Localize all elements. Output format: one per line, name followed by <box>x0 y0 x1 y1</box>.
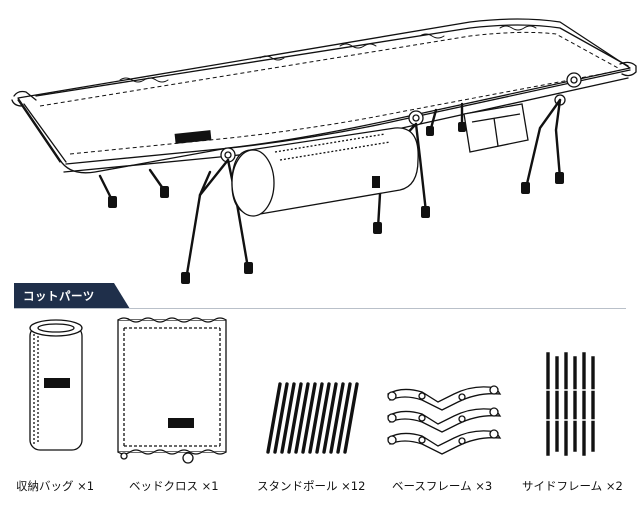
stand-poles-illustration <box>266 382 359 454</box>
section-divider <box>14 308 626 309</box>
part-label-stand-poles: スタンドポール ×12 <box>257 479 366 493</box>
section-title: コットパーツ <box>23 289 95 303</box>
section-header: コットパーツ <box>14 283 130 309</box>
part-label-storage-bag: 収納バッグ ×1 <box>16 479 95 493</box>
part-label-bed-cloth: ベッドクロス ×1 <box>129 479 219 493</box>
part-label-side-frames: サイドフレーム ×2 <box>522 479 623 493</box>
storage-bag-brand-label <box>44 378 70 388</box>
cot-bed-surface <box>17 18 631 174</box>
storage-bag-illustration <box>29 319 83 451</box>
cot-brand-label <box>174 130 212 144</box>
side-frames-illustration <box>545 352 596 456</box>
bed-cloth-illustration <box>117 317 227 464</box>
base-frames-illustration <box>387 385 502 455</box>
bed-cloth-brand-label <box>168 418 194 428</box>
section-tag-background <box>14 283 130 309</box>
assembled-cot-illustration <box>11 18 637 284</box>
part-label-base-frames: ベースフレーム ×3 <box>392 479 493 493</box>
